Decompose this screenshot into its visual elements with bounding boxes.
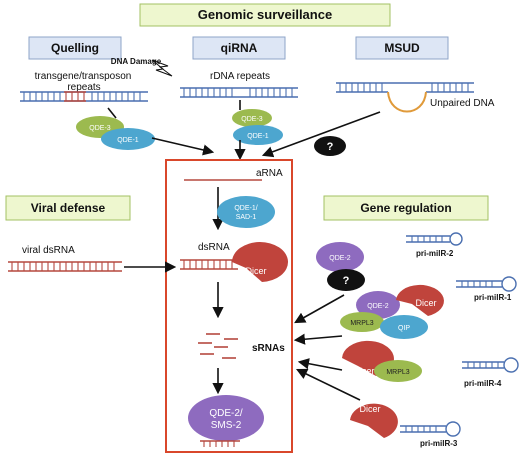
transgene-dna-duplex [20, 91, 148, 102]
svg-text:QDE-1: QDE-1 [117, 137, 139, 144]
milr3-to-srnas-arrow [295, 368, 361, 401]
milr-to-srnas-arrow-1 [294, 294, 345, 324]
svg-text:QDE-1: QDE-1 [247, 133, 269, 140]
unknown-factor-milr2: ? [327, 269, 365, 291]
pri-milr-3-label: pri-milR-3 [420, 439, 458, 448]
svg-text:QDE-3: QDE-3 [89, 125, 111, 132]
svg-text:QDE-1/: QDE-1/ [234, 205, 257, 212]
svg-text:?: ? [327, 141, 334, 153]
qirna-banner: qiRNA [192, 36, 286, 60]
svg-text:QDE-2: QDE-2 [329, 255, 351, 262]
dicer-protein-milr1: Dicer [396, 284, 444, 316]
dicer-protein-central: Dicer [232, 242, 288, 282]
qip-protein: QIP [380, 315, 428, 339]
gene-regulation-banner: Gene regulation [323, 195, 489, 221]
mrpl3-protein-milr4: MRPL3 [374, 360, 422, 382]
dna-damage-lightning-icon [151, 59, 173, 77]
quelling-arrow-to-arna [151, 137, 215, 156]
repeats-label: repeats [67, 82, 100, 93]
svg-text:MRPL3: MRPL3 [350, 320, 373, 327]
viral-defense-title: Viral defense [31, 201, 106, 215]
dna-damage-label: DNA Damage [111, 57, 162, 66]
dsrna-duplex [180, 259, 238, 270]
genomic-surveillance-title: Genomic surveillance [198, 7, 332, 22]
msud-arrow-to-arna [261, 111, 381, 158]
viral-dsrna-label: viral dsRNA [22, 245, 75, 256]
svg-text:Dicer: Dicer [245, 266, 266, 276]
unpaired-dna-label: Unpaired DNA [430, 98, 495, 109]
dsrna-label: dsRNA [198, 242, 230, 253]
pri-milr-1-label: pri-milR-1 [474, 293, 512, 302]
qde3-protein-qirna: QDE-3 [232, 109, 272, 127]
svg-text:QIP: QIP [398, 325, 410, 332]
pri-milr-3-hairpin [400, 421, 461, 437]
quelling-title: Quelling [51, 41, 99, 55]
srna-fragments [198, 333, 238, 359]
unpaired-dna-duplex [336, 82, 474, 113]
svg-text:QDE-2: QDE-2 [367, 303, 389, 310]
svg-text:MRPL3: MRPL3 [386, 369, 409, 376]
viral-defense-banner: Viral defense [5, 195, 131, 221]
qde1-protein-quelling: QDE-1 [101, 128, 155, 150]
pri-milr-4-hairpin [462, 357, 519, 373]
svg-text:?: ? [343, 275, 350, 287]
viral-dsrna-duplex [8, 261, 122, 272]
arna-label: aRNA [256, 168, 283, 179]
genomic-surveillance-banner: Genomic surveillance [139, 3, 391, 27]
pri-milr-2-hairpin [406, 232, 463, 246]
svg-text:Dicer: Dicer [359, 404, 380, 414]
svg-text:Dicer: Dicer [353, 366, 374, 376]
svg-text:SMS-2: SMS-2 [211, 420, 242, 431]
mrpl3-protein-milr1: MRPL3 [340, 312, 384, 332]
svg-text:QDE-2/: QDE-2/ [209, 408, 243, 419]
pri-milr-2-label: pri-milR-2 [416, 249, 454, 258]
msud-banner: MSUD [355, 36, 449, 60]
milr-to-srnas-arrow-2 [293, 333, 343, 345]
qde2-protein-milr2: QDE-2 [316, 242, 364, 272]
svg-text:QDE-3: QDE-3 [241, 116, 263, 123]
unknown-factor-msud: ? [314, 136, 346, 156]
quelling-banner: Quelling [28, 36, 122, 60]
qirna-title: qiRNA [221, 41, 258, 55]
srnas-label: sRNAs [252, 343, 285, 354]
dicer-protein-milr3: Dicer [350, 403, 398, 438]
qde1-sad1-protein: QDE-1/ SAD-1 [217, 196, 275, 228]
qde1-protein-qirna: QDE-1 [233, 125, 283, 145]
milr4-to-srnas-arrow [297, 358, 343, 371]
central-pathway-box [165, 159, 293, 453]
pri-milr-4-label: pri-milR-4 [464, 379, 502, 388]
transgene-label: transgene/transposon [35, 71, 132, 82]
rdna-repeats-label: rDNA repeats [210, 71, 270, 82]
pri-milr-1-hairpin [456, 276, 517, 292]
gene-regulation-title: Gene regulation [360, 201, 451, 215]
quelling-arrow-to-proteins [107, 107, 117, 119]
qde2-protein-milr1: QDE-2 [356, 291, 400, 319]
svg-text:Dicer: Dicer [415, 298, 436, 308]
rdna-dna-duplex [180, 87, 298, 98]
msud-title: MSUD [384, 41, 420, 55]
qde2-sms2-complex: QDE-2/ SMS-2 [188, 395, 264, 447]
svg-text:SAD-1: SAD-1 [236, 214, 257, 221]
